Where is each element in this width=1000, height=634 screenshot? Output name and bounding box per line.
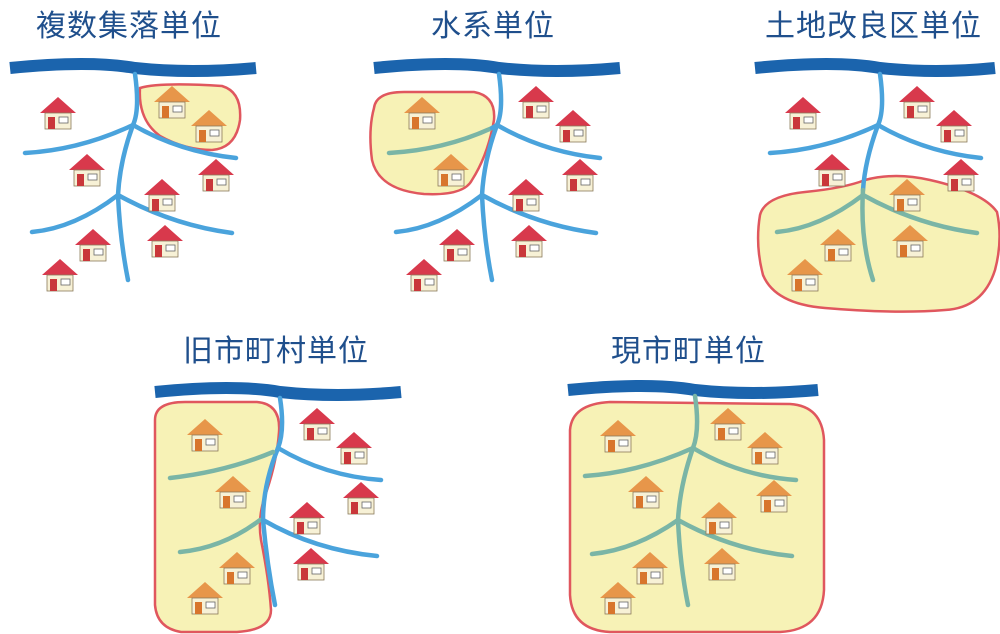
branch-river (494, 122, 603, 161)
house-in-zone (889, 179, 925, 212)
house-in-zone (710, 408, 746, 441)
main-river (567, 380, 819, 399)
house (511, 225, 547, 258)
main-river (9, 58, 257, 77)
house (814, 154, 850, 187)
house (147, 225, 183, 258)
branch-rivers-in-zone (582, 393, 799, 608)
house (343, 482, 379, 515)
diagram-land-improvement (754, 58, 1000, 313)
branch-river-in-zone (774, 192, 866, 235)
house-in-zone (600, 420, 636, 453)
house (69, 154, 105, 187)
house (289, 502, 325, 535)
house-in-zone (600, 582, 636, 615)
house-in-zone (701, 502, 737, 535)
panel-title-current-municipality: 現市町単位 (611, 334, 766, 369)
branch-river (479, 192, 599, 236)
branch-river-in-zone (167, 449, 276, 481)
house (936, 110, 972, 143)
house-in-zone (787, 259, 823, 292)
main-river (754, 58, 996, 77)
zone-highlight (756, 174, 1000, 313)
house (144, 179, 180, 212)
house (555, 110, 591, 143)
panel-title-former-municipality: 旧市町村単位 (183, 334, 369, 369)
branch-river (260, 517, 380, 559)
house (562, 159, 598, 192)
house (439, 229, 475, 262)
branch-river (393, 192, 485, 235)
house (42, 259, 78, 292)
house (518, 86, 554, 119)
house (198, 159, 234, 192)
house (508, 179, 544, 212)
main-river (373, 58, 621, 77)
branch-rivers (22, 71, 239, 283)
house-in-zone (632, 552, 668, 585)
panel-title-water-system: 水系単位 (431, 9, 555, 44)
house (899, 86, 935, 119)
house-in-zone (215, 476, 251, 509)
main-river (154, 382, 402, 401)
house (75, 229, 111, 262)
branch-river (479, 71, 504, 283)
branch-river (875, 122, 984, 161)
branch-river-in-zone (386, 125, 495, 156)
house-in-zone (191, 110, 227, 143)
panel-title-land-improvement: 土地改良区単位 (765, 9, 982, 44)
branch-river-boundary (260, 395, 285, 608)
panel-title-multi-village: 複数集落単位 (36, 9, 222, 44)
house-in-zone (219, 552, 255, 585)
house-in-zone (404, 97, 440, 130)
diagram-former-municipality (153, 382, 402, 634)
house (299, 408, 335, 441)
diagram-water-system (369, 58, 621, 292)
house-in-zone (433, 154, 469, 187)
house-in-zone (820, 229, 856, 262)
branch-river-in-zone (177, 517, 263, 555)
diagram-current-municipality (567, 380, 826, 634)
house (336, 432, 372, 465)
house (293, 548, 329, 581)
house-in-zone (747, 432, 783, 465)
branch-river (275, 445, 384, 483)
house-in-zone (154, 86, 190, 119)
house-in-zone (187, 419, 223, 452)
diagram-multi-village (9, 58, 257, 292)
house (943, 159, 979, 192)
zone-highlight (138, 83, 242, 152)
house (406, 259, 442, 292)
house-in-zone (628, 476, 664, 509)
house-in-zone (704, 548, 740, 581)
house (785, 97, 821, 130)
house-in-zone (892, 225, 928, 258)
branch-river-in-zone (860, 192, 980, 236)
house-in-zone (187, 582, 223, 615)
house (40, 97, 76, 130)
branch-river-in-zone (860, 187, 876, 283)
branch-river (767, 122, 881, 156)
house-in-zone (756, 480, 792, 513)
